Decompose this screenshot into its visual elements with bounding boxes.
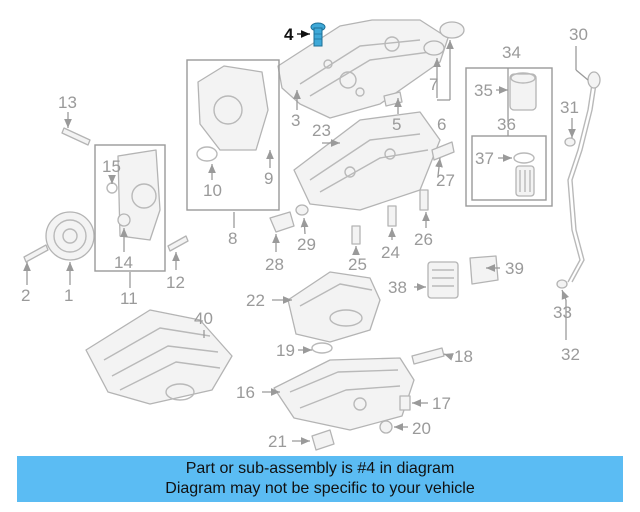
callout-32: 32	[561, 345, 580, 364]
callout-25: 25	[348, 255, 367, 274]
intake-manifold-part	[85, 309, 233, 405]
callout-34: 34	[502, 43, 521, 62]
info-banner: Part or sub-assembly is #4 in diagram Di…	[17, 456, 623, 502]
callout-39: 39	[505, 259, 524, 278]
bracket-part-18	[411, 347, 445, 365]
oil-baffle-part	[287, 271, 381, 343]
callout-7: 7	[429, 75, 438, 94]
callout-2: 2	[21, 286, 30, 305]
bolt-part-26	[419, 189, 429, 211]
callout-20: 20	[412, 419, 431, 438]
timing-cover-group-box	[186, 59, 280, 211]
callout-31: 31	[560, 98, 579, 117]
oil-filter-subgroup-box	[471, 135, 547, 201]
callout-19: 19	[276, 341, 295, 360]
oil-filter-housing-part	[509, 72, 537, 111]
callout-28: 28	[265, 255, 284, 274]
callout-22: 22	[246, 291, 265, 310]
callout-29: 29	[297, 235, 316, 254]
dipstick-part	[556, 71, 601, 289]
callout-23: 23	[312, 121, 331, 140]
leader-lines	[23, 30, 589, 445]
gasket-part-39	[469, 255, 499, 285]
oil-cooler-part	[427, 261, 459, 299]
timing-cover-part	[196, 65, 269, 162]
bolt-part-24	[387, 205, 397, 227]
highlighted-bolt-part	[310, 22, 326, 47]
callout-3: 3	[291, 111, 300, 130]
callout-16: 16	[236, 383, 255, 402]
callout-33: 33	[553, 303, 572, 322]
bracket-part-27	[431, 141, 455, 161]
callout-38: 38	[388, 278, 407, 297]
sensor-part-21	[311, 429, 335, 451]
oil-filter-group-box	[465, 67, 553, 207]
callout-21: 21	[268, 432, 287, 451]
banner-line-part-reference: Part or sub-assembly is #4 in diagram	[185, 460, 455, 477]
banner-line-disclaimer: Diagram may not be specific to your vehi…	[165, 480, 475, 497]
crankshaft-pulley-part	[45, 211, 95, 261]
oil-filter-element-part	[515, 165, 535, 197]
cover-bolt-part	[167, 235, 189, 252]
callout-5: 5	[392, 115, 401, 134]
callout-30: 30	[569, 25, 588, 44]
callout-17: 17	[432, 394, 451, 413]
callout-35: 35	[474, 81, 493, 100]
callout-37: 37	[475, 149, 494, 168]
callout-40: 40	[194, 309, 213, 328]
callout-12: 12	[166, 273, 185, 292]
callout-18: 18	[454, 347, 473, 366]
callout-6: 6	[437, 115, 446, 134]
engine-block-part	[293, 111, 441, 211]
bolt-part-25	[351, 225, 361, 245]
callout-14: 14	[114, 253, 133, 272]
callout-26: 26	[414, 230, 433, 249]
callout-9: 9	[264, 169, 273, 188]
washer-part-20	[379, 420, 393, 434]
sensor-part-28	[269, 211, 295, 233]
o-ring-part-37	[513, 152, 535, 164]
callout-8: 8	[228, 229, 237, 248]
callout-4: 4	[284, 25, 294, 44]
oil-filler-cap-part	[423, 21, 465, 56]
callout-11: 11	[120, 289, 138, 308]
stud-bolt-part	[61, 127, 91, 146]
pulley-bolt-part	[23, 244, 49, 263]
drain-plug-part-17	[399, 395, 411, 411]
callout-15: 15	[102, 157, 121, 176]
callout-36: 36	[497, 115, 516, 134]
callout-13: 13	[58, 93, 77, 112]
front-cover-group-box	[94, 144, 166, 272]
callout-1: 1	[64, 286, 73, 305]
oil-pan-part	[273, 357, 415, 431]
callout-10: 10	[203, 181, 222, 200]
seal-part-19	[311, 342, 333, 354]
seal-part-29	[295, 204, 309, 216]
callout-27: 27	[436, 171, 455, 190]
cylinder-head-cover-part	[277, 19, 449, 119]
callout-24: 24	[381, 243, 400, 262]
front-cover-part	[106, 149, 161, 241]
